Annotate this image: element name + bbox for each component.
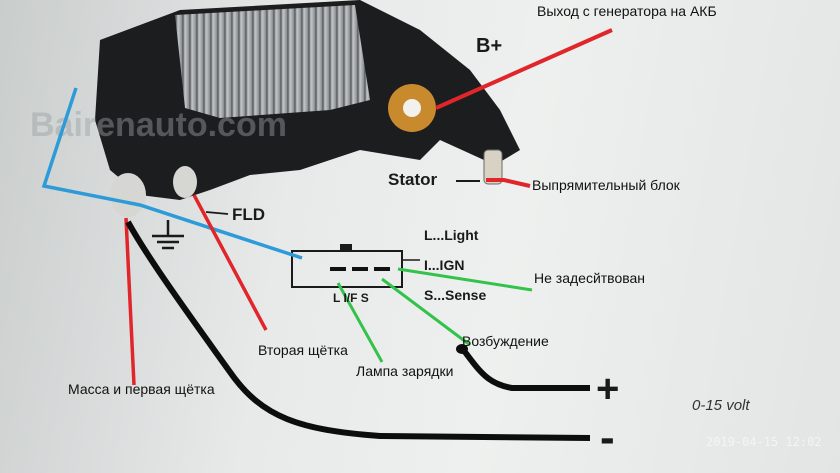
- black-wire-negative: [125, 220, 591, 441]
- blue-wire: [41, 87, 303, 260]
- green-wire-excitation: [381, 277, 471, 347]
- red-wire-output: [435, 28, 613, 110]
- output-note-label: Выход с генератора на АКБ: [537, 3, 717, 19]
- red-wire-ground: [124, 217, 136, 386]
- green-wire-lamp: [336, 282, 384, 363]
- voltage-label: 0-15 volt: [692, 397, 750, 414]
- ign-label: I...IGN: [424, 257, 464, 273]
- light-label: L...Light: [424, 227, 479, 243]
- excitation-label: Возбуждение: [462, 333, 549, 349]
- fld-label: FLD: [232, 205, 265, 224]
- stator-label: Stator: [388, 170, 438, 189]
- red-wire-stator: [486, 178, 531, 188]
- heatsink: [175, 5, 370, 118]
- plus-sign: +: [596, 367, 619, 411]
- sense-label: S...Sense: [424, 287, 486, 303]
- connector-pins-label: L I/F S: [333, 291, 369, 305]
- timestamp: 2019-04-15 12:02: [706, 435, 822, 449]
- brush-terminal-left: [110, 173, 146, 217]
- ground-first-brush-label: Масса и первая щётка: [68, 381, 215, 397]
- rectifier-label: Выпрямительный блок: [532, 177, 681, 193]
- green-wire-not-used: [397, 267, 533, 292]
- b-plus-label: B+: [476, 35, 502, 57]
- charge-lamp-label: Лампа зарядки: [356, 363, 453, 379]
- black-wire-positive: [459, 346, 590, 391]
- not-used-label: Не задесйтвован: [534, 270, 645, 286]
- ground-symbol: [152, 220, 184, 250]
- second-brush-label: Вторая щётка: [258, 342, 348, 358]
- watermark: Bairenauto.com: [30, 106, 287, 144]
- stator-lug: [483, 149, 503, 185]
- red-wire-second-brush: [192, 194, 268, 331]
- minus-sign: -: [600, 413, 615, 462]
- brush-terminal-right: [173, 166, 197, 198]
